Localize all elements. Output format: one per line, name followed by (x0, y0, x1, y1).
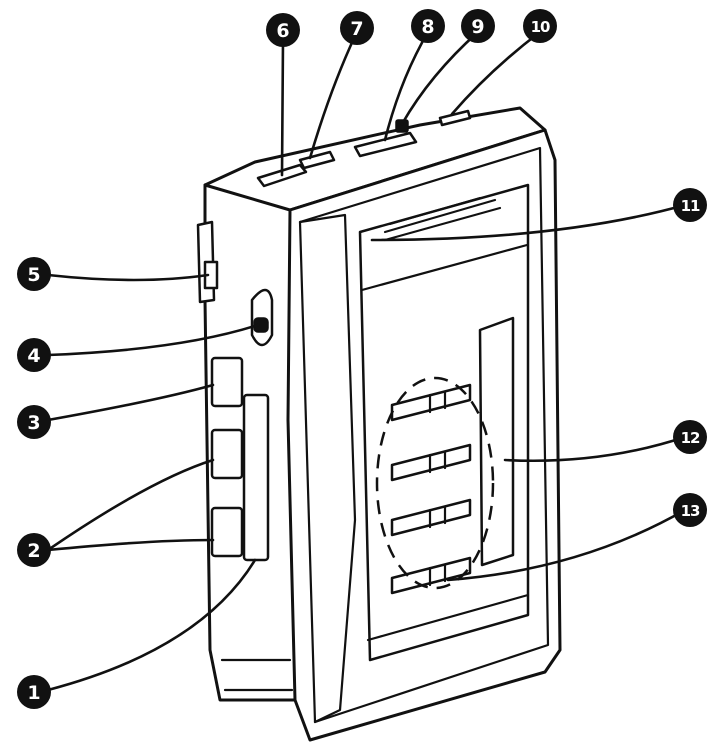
leader-12 (503, 435, 687, 463)
callout-10: 10 (523, 9, 557, 43)
leader-2a (46, 458, 215, 552)
leader-7 (308, 34, 357, 160)
highlight-dashed-circle (375, 376, 495, 590)
tape-window (478, 316, 515, 567)
callout-11: 11 (673, 188, 707, 222)
callout-4: 4 (17, 338, 51, 372)
callout-label: 7 (350, 18, 363, 40)
callout-5: 5 (17, 257, 51, 291)
base-rim (220, 658, 294, 692)
leader-lines (46, 30, 687, 692)
callout-label: 1 (27, 682, 40, 704)
callout-label: 12 (681, 429, 700, 447)
op-button-3-ribs (428, 505, 447, 529)
callout-label: 13 (681, 502, 700, 520)
callout-2: 2 (17, 533, 51, 567)
op-button-4-ribs (428, 563, 447, 587)
leader-3 (46, 383, 215, 422)
side-button-2-upper (210, 428, 244, 480)
callout-9: 9 (461, 9, 495, 43)
front-left-facet (298, 213, 357, 724)
callout-12: 12 (673, 420, 707, 454)
leader-2b (46, 538, 215, 552)
lid-upper-band (360, 243, 529, 292)
leader-4 (46, 323, 260, 357)
callouts: 1 2 3 4 5 6 7 8 (17, 9, 707, 709)
leader-8 (383, 30, 430, 142)
vent-slits (383, 196, 502, 242)
cassette-player-illustration (196, 106, 562, 742)
leader-5 (46, 273, 210, 282)
callout-label: 4 (27, 345, 40, 367)
leader-10 (450, 30, 542, 116)
top-control-10 (438, 109, 472, 127)
top-control-8 (353, 131, 418, 158)
top-control-7 (298, 150, 336, 170)
callout-label: 6 (276, 20, 289, 42)
leader-9 (400, 30, 480, 126)
callout-3: 3 (17, 405, 51, 439)
side-button-2-lower (210, 506, 244, 558)
leader-13 (446, 508, 687, 582)
callout-6: 6 (266, 13, 300, 47)
callout-label: 11 (681, 197, 700, 215)
callout-label: 8 (421, 16, 434, 38)
leader-6 (280, 38, 285, 177)
leader-11 (370, 203, 687, 242)
lid-lower-band (366, 593, 530, 642)
callout-label: 5 (27, 264, 40, 286)
op-button-2-ribs (428, 450, 447, 474)
top-control-9 (395, 119, 409, 133)
callout-8: 8 (411, 9, 445, 43)
op-button-1-ribs (428, 390, 447, 414)
callout-label: 10 (531, 18, 550, 36)
callout-label: 3 (27, 412, 40, 434)
operation-buttons (390, 383, 472, 595)
callout-label: 9 (471, 16, 484, 38)
side-long-button-1 (242, 393, 270, 562)
callout-7: 7 (340, 11, 374, 45)
callout-1: 1 (17, 675, 51, 709)
callout-label: 2 (27, 540, 40, 562)
side-button-3 (210, 356, 244, 408)
leader-1 (46, 558, 257, 692)
callout-13: 13 (673, 493, 707, 527)
front-bevel (298, 146, 550, 724)
